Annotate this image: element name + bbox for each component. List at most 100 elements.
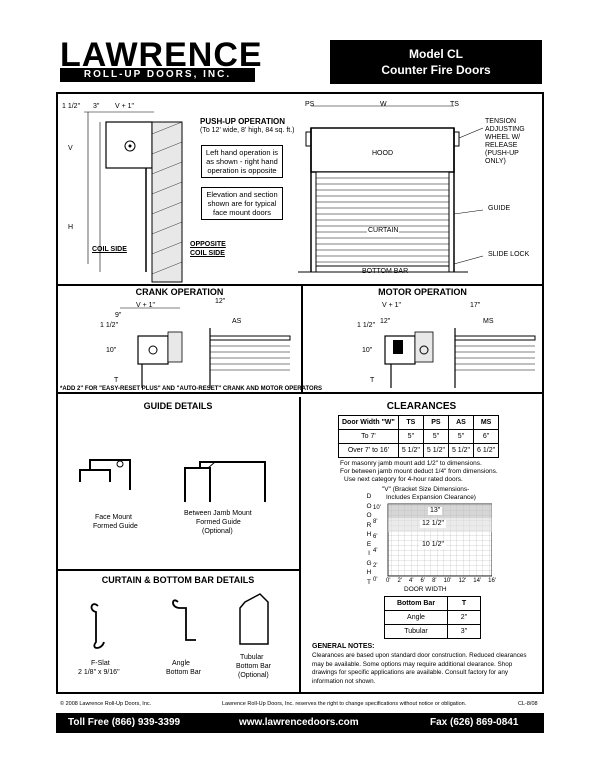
curtain-label: CURTAIN bbox=[367, 227, 400, 235]
y-tick: 4' bbox=[373, 548, 378, 555]
chart-x-label: DOOR WIDTH bbox=[404, 586, 447, 593]
col-ms: MS bbox=[473, 415, 500, 430]
contact-footer: Toll Free (866) 939-3399 www.lawrencedoo… bbox=[56, 713, 544, 733]
hood-label: HOOD bbox=[372, 150, 393, 157]
table-cell: 5" bbox=[397, 429, 424, 444]
crank-drawing bbox=[120, 307, 291, 388]
phone-number: Toll Free (866) 939-3399 bbox=[68, 717, 181, 728]
push-up-drawing bbox=[84, 105, 484, 283]
col-ts: TS bbox=[397, 415, 424, 430]
table-cell: 3" bbox=[447, 624, 481, 639]
band-10-5: 10 1/2" bbox=[420, 541, 446, 549]
table-cell: 6" bbox=[473, 429, 500, 444]
between-jamb-label: Between Jamb Mount bbox=[184, 510, 252, 517]
x-tick: 12' bbox=[458, 578, 467, 584]
motor-title: MOTOR OPERATION bbox=[378, 287, 467, 297]
band-13: 13" bbox=[428, 507, 443, 515]
angle-label: Angle bbox=[172, 660, 190, 667]
motor-dim-1-5: 1 1/2" bbox=[357, 322, 376, 329]
dim-h: H bbox=[68, 224, 74, 231]
x-tick: 6' bbox=[420, 578, 426, 584]
dim-v-plus-1: V + 1" bbox=[115, 103, 135, 110]
col-ps: PS bbox=[422, 415, 449, 430]
motor-dim-t: T bbox=[370, 377, 375, 384]
col-door-width: Door Width "W" bbox=[338, 415, 399, 430]
angle-sublabel: Bottom Bar bbox=[166, 669, 202, 676]
tubular-label: Tubular bbox=[240, 654, 264, 661]
divider-middle bbox=[56, 392, 544, 394]
coil-side-label: COIL SIDE bbox=[92, 246, 127, 253]
x-tick: 14' bbox=[473, 578, 482, 584]
company-logo: LAWRENCE bbox=[60, 36, 263, 74]
face-mount-sublabel: Formed Guide bbox=[93, 523, 138, 530]
dim-ps: PS bbox=[305, 101, 315, 108]
motor-drawing bbox=[384, 328, 536, 388]
tension-wheel-label: TENSION ADJUSTING WHEEL W/ RELEASE (PUSH… bbox=[485, 118, 525, 165]
dim-1-5: 1 1/2" bbox=[62, 103, 81, 110]
motor-dim-ms: MS bbox=[483, 318, 494, 325]
curtain-details-title: CURTAIN & BOTTOM BAR DETAILS bbox=[101, 575, 255, 585]
elevation-note: Elevation and section shown are for typi… bbox=[201, 187, 283, 220]
table-row: Angle 2" bbox=[384, 610, 481, 625]
fslat-label: F-Slat bbox=[91, 660, 110, 667]
slide-lock-label: SLIDE LOCK bbox=[488, 251, 530, 258]
band-12-5: 12 1/2" bbox=[420, 520, 446, 528]
crank-dim-t: T bbox=[114, 377, 119, 384]
bottom-bar-table: Bottom Bar T Angle 2" Tubular 3" bbox=[384, 596, 481, 639]
clearance-note-3: Use next category for 4-hour rated doors… bbox=[344, 476, 463, 483]
chart-title-line2: Includes Expansion Clearance) bbox=[386, 494, 476, 501]
crank-dim-v-plus-1: V + 1" bbox=[136, 302, 156, 309]
x-tick: 8' bbox=[432, 578, 437, 584]
table-cell: 2" bbox=[447, 610, 481, 625]
table-cell: 5" bbox=[422, 429, 449, 444]
motor-dim-v-plus-1: V + 1" bbox=[382, 302, 402, 309]
bottom-bar-label: BOTTOM BAR bbox=[362, 268, 409, 275]
document-code: CL-8/08 bbox=[518, 701, 538, 707]
guide-label: GUIDE bbox=[488, 205, 511, 212]
table-cell: 5 1/2" bbox=[422, 443, 449, 458]
clearance-note-1: For masonry jamb mount add 1/2" to dimen… bbox=[340, 460, 482, 467]
website-link[interactable]: www.lawrencedoors.com bbox=[239, 717, 359, 728]
x-tick: 10' bbox=[443, 578, 452, 584]
table-row: Over 7' to 16' 5 1/2" 5 1/2" 5 1/2" 6 1/… bbox=[338, 443, 500, 458]
table-cell: 6 1/2" bbox=[473, 443, 500, 458]
x-tick: 4' bbox=[409, 578, 414, 584]
push-up-title: PUSH-UP OPERATION bbox=[200, 117, 286, 126]
model-title-box: Model CL Counter Fire Doors bbox=[330, 40, 542, 84]
motor-dim-12: 12" bbox=[380, 318, 391, 325]
y-tick: 0' bbox=[373, 577, 378, 584]
dim-w: W bbox=[380, 101, 387, 108]
general-notes-text: Clearances are based upon standard door … bbox=[312, 652, 527, 685]
company-logo-subtitle: ROLL-UP DOORS, INC. bbox=[60, 68, 255, 82]
table-cell: 5 1/2" bbox=[397, 443, 424, 458]
table-row: To 7' 5" 5" 5" 6" bbox=[338, 429, 500, 444]
clearances-title: CLEARANCES bbox=[386, 401, 457, 412]
col-as: AS bbox=[447, 415, 475, 430]
model-description: Counter Fire Doors bbox=[381, 63, 491, 77]
opposite-coil-side-label: OPPOSITE COIL SIDE bbox=[190, 241, 226, 257]
clearances-table: Door Width "W" TS PS AS MS To 7' 5" 5" 5… bbox=[338, 415, 500, 458]
col-bottom-bar: Bottom Bar bbox=[384, 596, 448, 611]
chart-title-line1: "V" (Bracket Size Dimensions- bbox=[382, 486, 470, 493]
between-jamb-sublabel: Formed Guide bbox=[196, 519, 241, 526]
crank-dim-as: AS bbox=[232, 318, 242, 325]
curtain-drawings bbox=[90, 593, 269, 649]
tubular-optional: (Optional) bbox=[238, 672, 269, 679]
divider-lower bbox=[299, 397, 301, 693]
divider-guide-curtain bbox=[56, 569, 300, 571]
chart-y-label: DOOR HEIGHT bbox=[366, 493, 372, 586]
table-cell: Angle bbox=[384, 610, 448, 625]
motor-dim-17: 17" bbox=[470, 302, 481, 309]
col-t: T bbox=[447, 596, 481, 611]
y-tick: 8' bbox=[373, 519, 378, 526]
divider-crank-motor bbox=[301, 284, 303, 392]
y-tick: 10' bbox=[373, 505, 381, 511]
copyright: © 2008 Lawrence Roll-Up Doors, Inc. bbox=[60, 701, 152, 707]
y-tick: 2' bbox=[373, 562, 378, 569]
divider-top bbox=[56, 284, 544, 286]
operator-add-note: *ADD 2" FOR "EASY-RESET PLUS" AND "AUTO-… bbox=[60, 386, 323, 392]
bottom-bar-header-row: Bottom Bar T bbox=[384, 596, 481, 611]
dim-v: V bbox=[68, 145, 73, 152]
crank-title: CRANK OPERATION bbox=[135, 287, 224, 297]
push-up-subtitle: (To 12' wide, 8' high, 84 sq. ft.) bbox=[200, 127, 295, 134]
